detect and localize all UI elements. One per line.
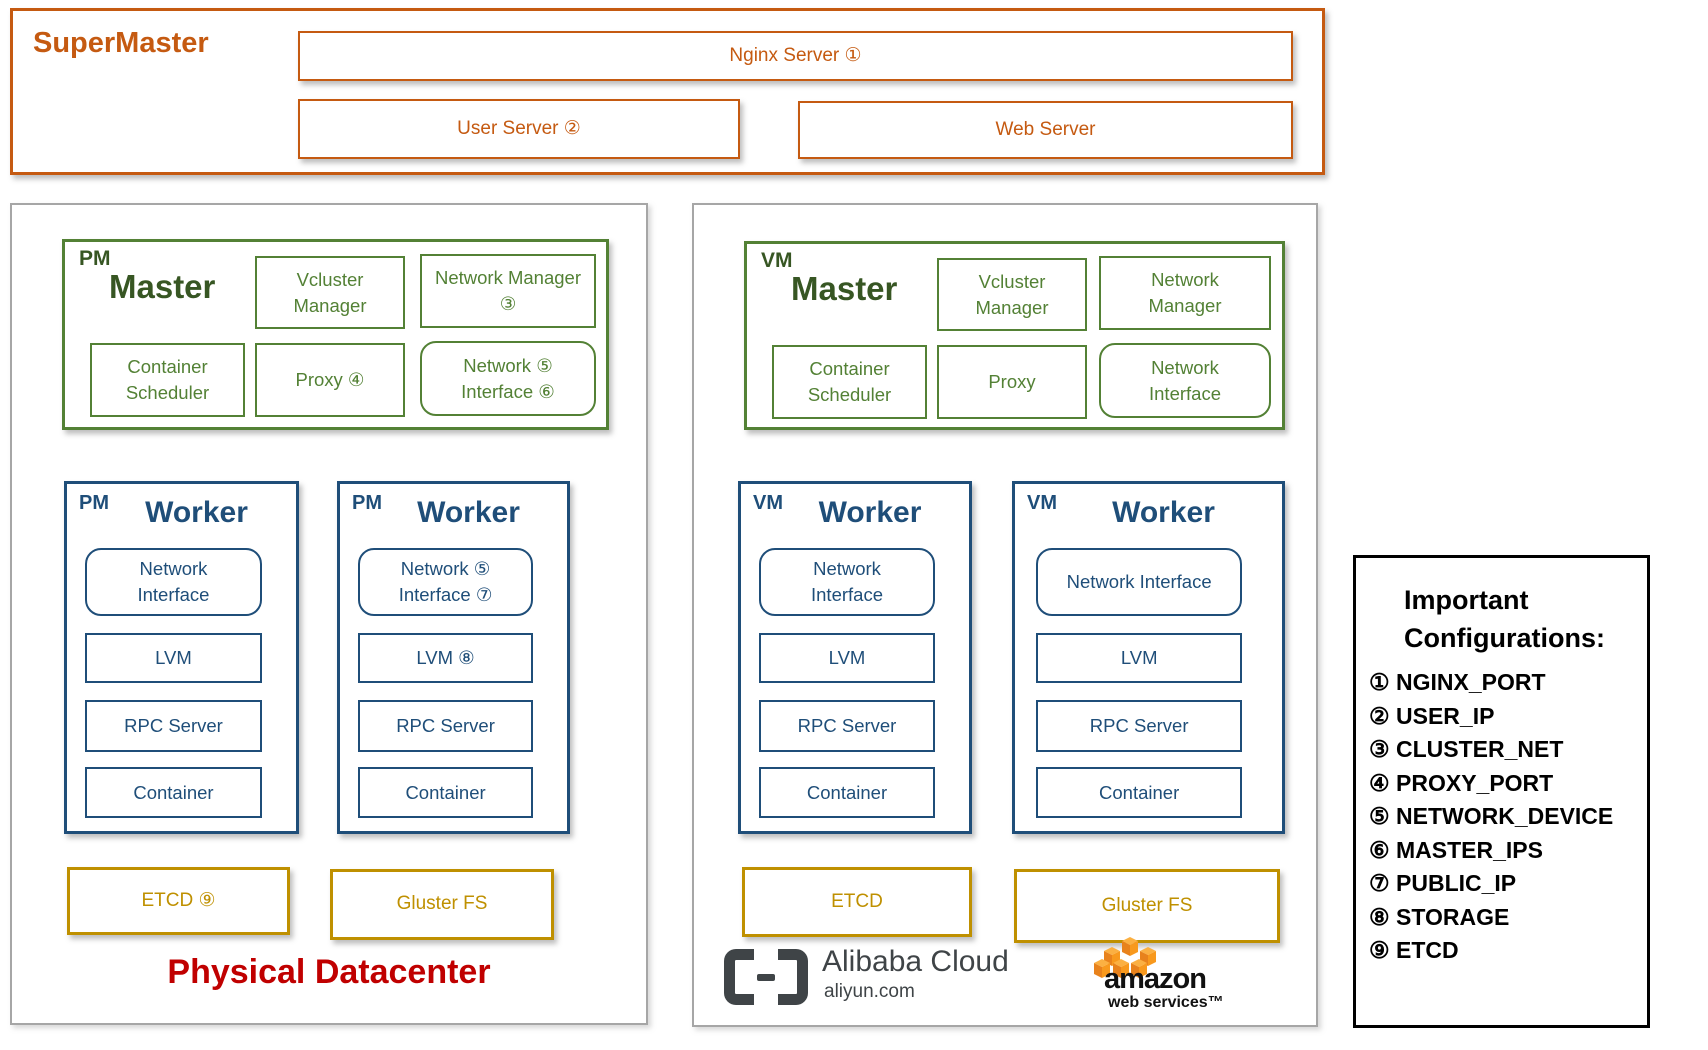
- worker-title: Worker: [818, 496, 922, 529]
- lvm-box: LVM: [1036, 633, 1242, 683]
- vm-tag: VM: [761, 249, 793, 272]
- container-box: Container: [358, 767, 533, 818]
- worker-tag: VM: [1027, 492, 1057, 514]
- legend-item: ⑨ ETCD: [1369, 937, 1459, 963]
- container-scheduler-box: Container Scheduler: [90, 343, 245, 417]
- worker-tag: VM: [753, 492, 783, 514]
- legend-item: ⑤ NETWORK_DEVICE: [1369, 803, 1614, 829]
- cloud-datacenter-panel: VM Master Vcluster Manager Network Manag…: [692, 203, 1318, 1027]
- legend-panel: Important Configurations: ① NGINX_PORT ②…: [1353, 555, 1650, 1028]
- gluster-fs-box: Gluster FS: [330, 869, 554, 940]
- proxy-box: Proxy ④: [255, 343, 405, 417]
- lvm-box: LVM: [85, 633, 262, 683]
- alibaba-cloud-icon: [724, 949, 808, 1005]
- legend-item: ⑥ MASTER_IPS: [1369, 836, 1543, 863]
- rpc-server-box: RPC Server: [358, 700, 533, 752]
- worker-tag: PM: [352, 492, 382, 514]
- network-interface-box: Network ⑤ Interface ⑥: [420, 341, 596, 416]
- pm-master-box: PM Master Vcluster Manager Network Manag…: [62, 239, 609, 430]
- legend-item: ② USER_IP: [1369, 702, 1495, 729]
- amazon-subtitle: web services™: [1108, 994, 1224, 1011]
- network-manager-box: Network Manager: [1099, 256, 1271, 330]
- legend-item: ③ CLUSTER_NET: [1369, 736, 1564, 762]
- vcluster-manager-box: Vcluster Manager: [937, 258, 1087, 331]
- web-server-box: Web Server: [798, 101, 1293, 159]
- proxy-box: Proxy: [937, 345, 1087, 419]
- vm-master-box: VM Master Vcluster Manager Network Manag…: [744, 241, 1285, 430]
- container-scheduler-box: Container Scheduler: [772, 345, 927, 419]
- supermaster-title: SuperMaster: [33, 27, 209, 59]
- legend-item: ④ PROXY_PORT: [1369, 769, 1554, 796]
- nginx-server-box: Nginx Server ①: [298, 31, 1293, 81]
- pm-tag: PM: [79, 247, 111, 270]
- vcluster-manager-box: Vcluster Manager: [255, 256, 405, 329]
- worker-title: Worker: [1112, 496, 1215, 529]
- pm-worker-box: PM Worker Network Interface LVM RPC Serv…: [64, 481, 299, 834]
- legend-title: Important Configurations:: [1404, 585, 1605, 653]
- network-interface-box: Network Interface: [85, 548, 262, 616]
- rpc-server-box: RPC Server: [759, 700, 935, 752]
- lvm-box: LVM: [759, 633, 935, 683]
- alibaba-cloud-name: Alibaba Cloud: [822, 945, 1009, 978]
- supermaster-panel: SuperMaster Nginx Server ① User Server ②…: [10, 8, 1325, 175]
- network-interface-box: Network Interface: [1099, 343, 1271, 418]
- master-title: Master: [791, 270, 898, 307]
- user-server-box: User Server ②: [298, 99, 740, 159]
- worker-title: Worker: [145, 496, 248, 529]
- rpc-server-box: RPC Server: [1036, 700, 1242, 752]
- amazon-name: amazon: [1104, 963, 1207, 995]
- lvm-box: LVM ⑧: [358, 633, 533, 683]
- network-interface-box: Network Interface: [1036, 548, 1242, 616]
- physical-datacenter-panel: PM Master Vcluster Manager Network Manag…: [10, 203, 648, 1025]
- rpc-server-box: RPC Server: [85, 700, 262, 752]
- container-box: Container: [1036, 767, 1242, 818]
- network-interface-box: Network ⑤ Interface ⑦: [358, 548, 533, 616]
- master-title: Master: [109, 268, 216, 305]
- container-box: Container: [85, 767, 262, 818]
- physical-datacenter-caption: Physical Datacenter: [167, 953, 491, 991]
- worker-title: Worker: [417, 496, 520, 529]
- container-box: Container: [759, 767, 935, 818]
- vm-worker-box: VM Worker Network Interface LVM RPC Serv…: [1012, 481, 1285, 834]
- legend-item: ① NGINX_PORT: [1369, 669, 1546, 695]
- alibaba-cloud-logo: Alibaba Cloud aliyun.com: [724, 943, 1014, 1015]
- etcd-box: ETCD ⑨: [67, 867, 290, 935]
- worker-tag: PM: [79, 492, 109, 514]
- legend-item: ⑦ PUBLIC_IP: [1369, 870, 1517, 896]
- aws-logo: amazon web services™: [1078, 937, 1248, 1023]
- network-manager-box: Network Manager ③: [420, 254, 596, 328]
- legend-items: ① NGINX_PORT ② USER_IP ③ CLUSTER_NET ④ P…: [1369, 666, 1641, 968]
- network-interface-box: Network Interface: [759, 548, 935, 616]
- vm-worker-box: VM Worker Network Interface LVM RPC Serv…: [738, 481, 972, 834]
- pm-worker-box: PM Worker Network ⑤ Interface ⑦ LVM ⑧ RP…: [337, 481, 570, 834]
- legend-item: ⑧ STORAGE: [1369, 903, 1510, 930]
- alibaba-domain: aliyun.com: [824, 981, 915, 1002]
- gluster-fs-box: Gluster FS: [1014, 869, 1280, 943]
- etcd-box: ETCD: [742, 867, 972, 937]
